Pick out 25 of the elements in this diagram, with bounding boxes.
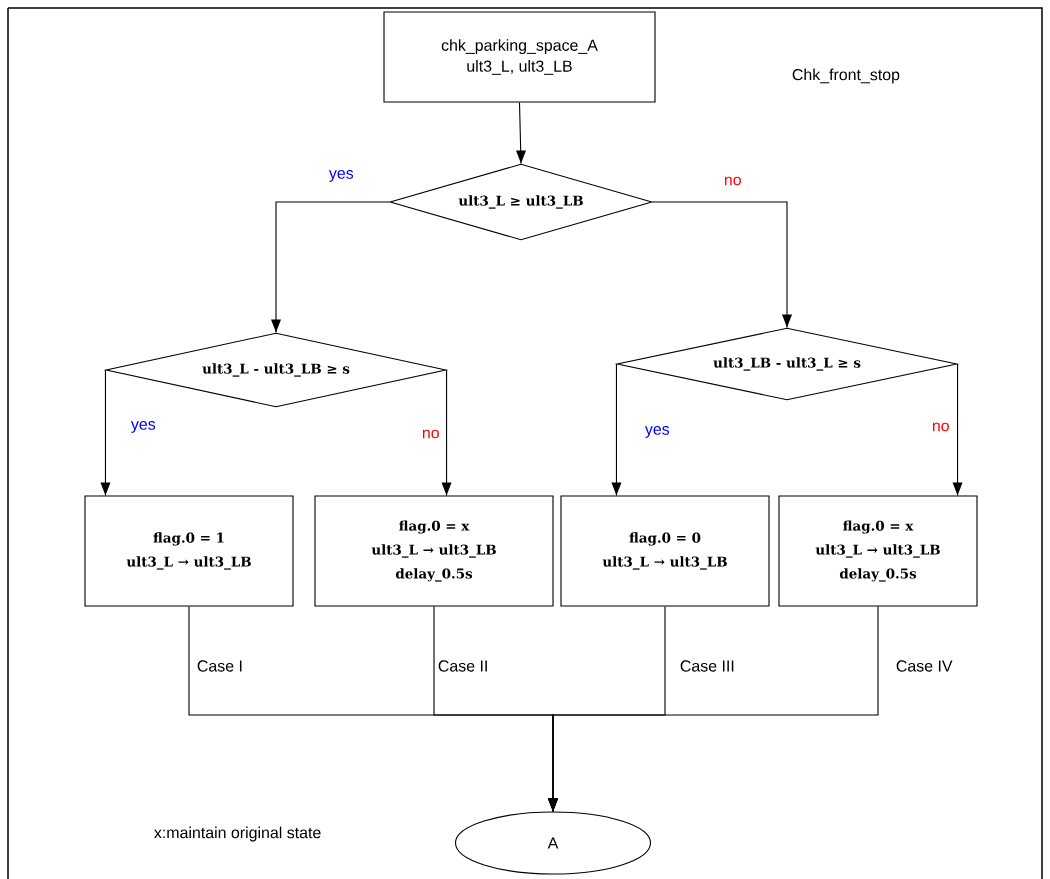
edge-label: yes — [644, 426, 670, 438]
edge-label: no — [724, 176, 741, 186]
note-text: x:maintain original state — [154, 826, 321, 842]
edge-label: Case II — [438, 660, 487, 672]
arrow — [516, 102, 526, 164]
edge-label: Case IV — [896, 660, 953, 672]
edge-label: yes — [130, 421, 156, 433]
arrow — [271, 201, 390, 333]
note-text: Chk_front_stop — [792, 68, 900, 84]
process-box: flag.0 = 0 ult3_L → ult3_LB — [560, 495, 770, 607]
arrow — [611, 363, 622, 496]
process-box: flag.0 = x ult3_L → ult3_LB delay_0.5s — [778, 495, 978, 607]
arrow — [952, 363, 963, 496]
arrow — [548, 606, 879, 812]
process-box: flag.0 = 1 ult3_L → ult3_LB — [84, 495, 294, 607]
arrow — [100, 369, 111, 496]
arrow — [652, 201, 792, 328]
edge-label: no — [932, 422, 949, 432]
edge-label: yes — [328, 170, 354, 182]
edge-label: no — [422, 429, 439, 439]
process-box: chk_parking_space_A ult3_L, ult3_LB — [383, 11, 656, 103]
arrow — [441, 369, 452, 496]
edge-label: Case III — [680, 660, 734, 672]
process-box: flag.0 = x ult3_L → ult3_LB delay_0.5s — [314, 495, 554, 607]
edge-label: Case I — [197, 660, 242, 672]
